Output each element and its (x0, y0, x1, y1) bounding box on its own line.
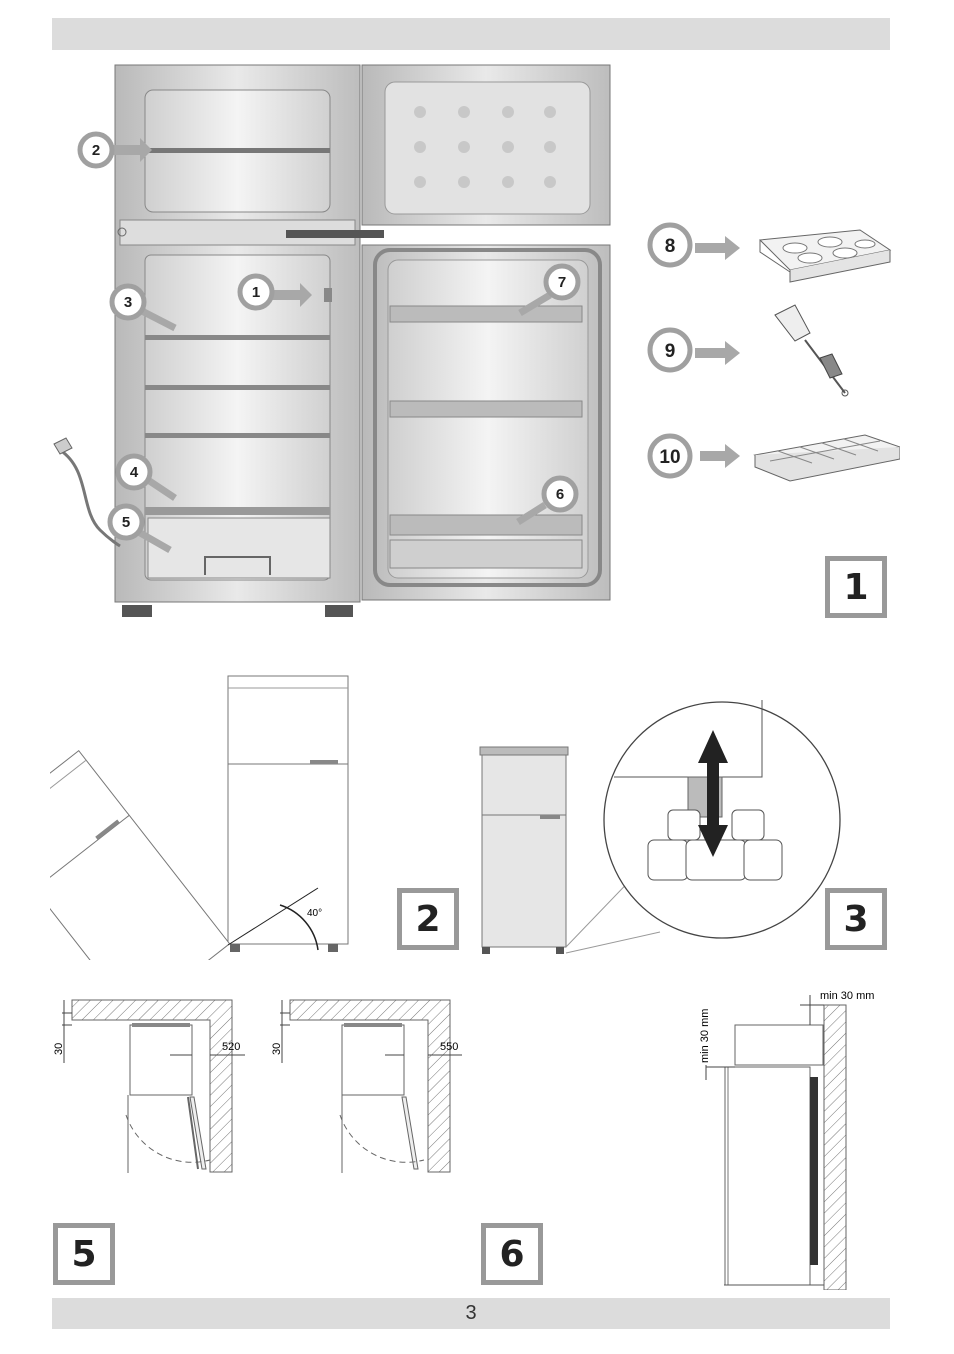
clearance-left: 30 520 (53, 999, 245, 1173)
bottom-band: 3 (52, 1298, 890, 1329)
clearance-right: 30 550 (271, 999, 462, 1173)
callout-1: 1 (252, 284, 260, 301)
callout-5: 5 (122, 514, 130, 531)
top-band (52, 18, 890, 50)
figure-3-leveling (479, 700, 841, 954)
tilt-angle: 40° (307, 908, 322, 919)
figure-6-side-view: min 30 mm min 30 mm (699, 990, 874, 1290)
callout-8: 8 (665, 236, 676, 257)
egg-tray-icon (758, 229, 892, 283)
callout-3: 3 (124, 294, 132, 311)
top-clearance-label: min 30 mm (699, 1009, 711, 1063)
figure-1-fridge-open: 2 1 3 4 5 6 7 8 9 10 (53, 64, 900, 617)
figure-6-label: 6 (481, 1223, 543, 1285)
figure-2-tilt: 40° (50, 675, 349, 960)
figure-3-label: 3 (825, 888, 887, 950)
callout-4: 4 (130, 464, 139, 481)
side-clearance-label: min 30 mm (820, 990, 874, 1002)
left-depth-value: 520 (222, 1041, 240, 1053)
page-number: 3 (465, 1302, 477, 1324)
figure-2-label: 2 (397, 888, 459, 950)
ice-scraper-icon (774, 304, 849, 397)
right-gap-value: 30 (271, 1043, 283, 1055)
callout-2: 2 (92, 142, 100, 159)
left-gap-value: 30 (53, 1043, 65, 1055)
figure-5-label: 5 (53, 1223, 115, 1285)
figure-5-clearance: 30 520 30 550 (53, 999, 462, 1173)
callout-7: 7 (558, 274, 566, 291)
ice-cube-tray-icon (753, 434, 900, 482)
callout-10: 10 (659, 447, 680, 468)
figure-1-label: 1 (825, 556, 887, 618)
callout-9: 9 (665, 341, 676, 362)
callout-6: 6 (556, 486, 564, 503)
right-depth-value: 550 (440, 1041, 458, 1053)
